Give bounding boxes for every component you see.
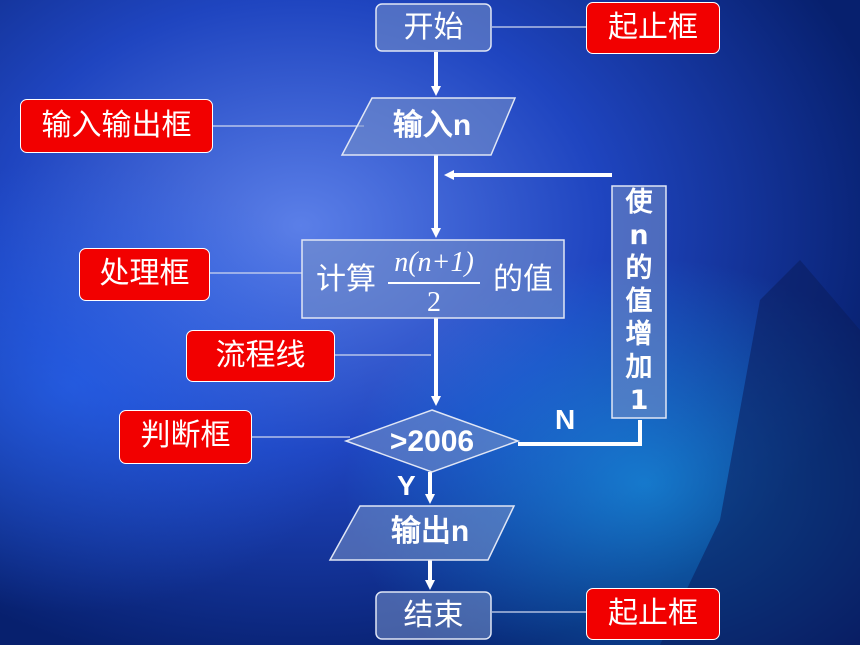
- loop-char: 值: [625, 286, 653, 317]
- loop-char: 1: [629, 385, 649, 416]
- end-node-text: 结束: [403, 598, 464, 633]
- loop-increment-text: 使 n 的 值 增 加 1: [612, 186, 666, 417]
- label-connectors: [210, 26, 586, 613]
- decision-diamond-shape: [343, 409, 521, 473]
- decision-node-text: >2006: [389, 425, 475, 458]
- process-prefix-text: 计算: [316, 262, 376, 297]
- loop-char: 加: [625, 352, 653, 383]
- loop-char: 的: [625, 253, 653, 284]
- flow-arrows: [425, 52, 642, 590]
- fraction-bar: [388, 282, 480, 284]
- label-io: 输入输出框: [20, 99, 213, 153]
- label-process: 处理框: [79, 248, 210, 301]
- start-terminal-shape: [375, 3, 492, 52]
- input-parallelogram-shape: [340, 97, 517, 156]
- label-decision: 判断框: [119, 410, 252, 464]
- loop-char: 增: [625, 319, 653, 350]
- end-terminal-shape: [375, 591, 492, 640]
- process-suffix-text: 的值: [493, 262, 553, 297]
- formula-fraction: n(n+1) 2: [384, 246, 484, 320]
- input-node-text: 输入n: [392, 109, 472, 142]
- output-node-text: 输出n: [390, 515, 470, 548]
- formula-denominator: 2: [427, 287, 441, 318]
- branch-yes-label: Y: [397, 470, 416, 501]
- output-parallelogram-shape: [328, 505, 516, 561]
- loop-char: 使: [625, 187, 653, 218]
- process-box-shape: [301, 239, 565, 319]
- label-start-end-bottom: 起止框: [586, 588, 720, 640]
- start-node-text: 开始: [403, 10, 464, 45]
- label-flowline: 流程线: [186, 330, 335, 382]
- loop-increment-box-shape: [611, 185, 667, 419]
- formula-numerator: n(n+1): [394, 247, 474, 278]
- label-start-end-top: 起止框: [586, 2, 720, 54]
- branch-no-label: N: [555, 404, 576, 435]
- loop-char: n: [629, 220, 649, 251]
